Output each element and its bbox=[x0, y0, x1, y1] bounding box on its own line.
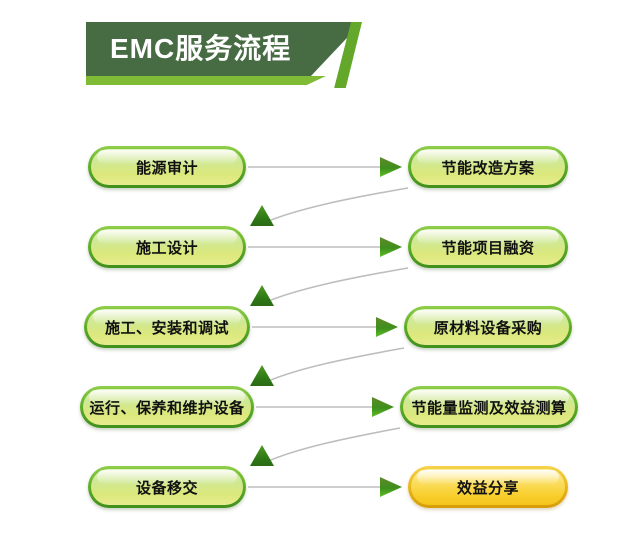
return-arrow-row-4 bbox=[250, 427, 401, 466]
flow-node-label: 能源审计 bbox=[135, 159, 198, 177]
flow-node-energy-audit[interactable]: 能源审计 bbox=[88, 146, 246, 188]
forward-arrow-row-1 bbox=[248, 157, 402, 177]
flow-node-label: 设备移交 bbox=[135, 479, 198, 497]
flow-node-operation-maintenance[interactable]: 运行、保养和维护设备 bbox=[80, 386, 254, 428]
return-arrow-row-1 bbox=[250, 187, 409, 226]
flow-node-label: 原材料设备采购 bbox=[433, 319, 543, 337]
forward-arrow-row-2 bbox=[248, 237, 402, 257]
flow-node-label: 运行、保养和维护设备 bbox=[89, 399, 245, 417]
flow-node-label: 施工、安装和调试 bbox=[104, 319, 229, 337]
flow-node-construction-install-commission[interactable]: 施工、安装和调试 bbox=[84, 306, 250, 348]
flow-node-construction-design[interactable]: 施工设计 bbox=[88, 226, 246, 268]
flow-node-label: 效益分享 bbox=[456, 479, 519, 497]
forward-arrow-row-5 bbox=[248, 477, 402, 497]
flow-node-material-equipment-procurement[interactable]: 原材料设备采购 bbox=[404, 306, 572, 348]
flow-node-project-financing[interactable]: 节能项目融资 bbox=[408, 226, 568, 268]
flow-node-benefit-sharing[interactable]: 效益分享 bbox=[408, 466, 568, 508]
flow-node-retrofit-plan[interactable]: 节能改造方案 bbox=[408, 146, 568, 188]
header-banner: EMC服务流程 bbox=[86, 22, 362, 88]
flow-node-label: 节能量监测及效益测算 bbox=[411, 399, 567, 417]
forward-arrow-row-3 bbox=[252, 317, 398, 337]
page-title: EMC服务流程 bbox=[110, 33, 292, 64]
forward-arrow-row-4 bbox=[256, 397, 394, 417]
banner-bottom-stripe bbox=[86, 76, 326, 85]
flow-node-label: 节能项目融资 bbox=[441, 239, 535, 257]
flow-node-label: 节能改造方案 bbox=[441, 159, 535, 177]
flow-node-equipment-handover[interactable]: 设备移交 bbox=[88, 466, 246, 508]
banner-body-shape bbox=[86, 22, 362, 76]
return-arrow-row-2 bbox=[250, 267, 409, 306]
flow-node-energy-saving-monitoring[interactable]: 节能量监测及效益测算 bbox=[400, 386, 578, 428]
return-arrow-row-3 bbox=[250, 347, 405, 386]
flow-node-label: 施工设计 bbox=[135, 239, 198, 257]
